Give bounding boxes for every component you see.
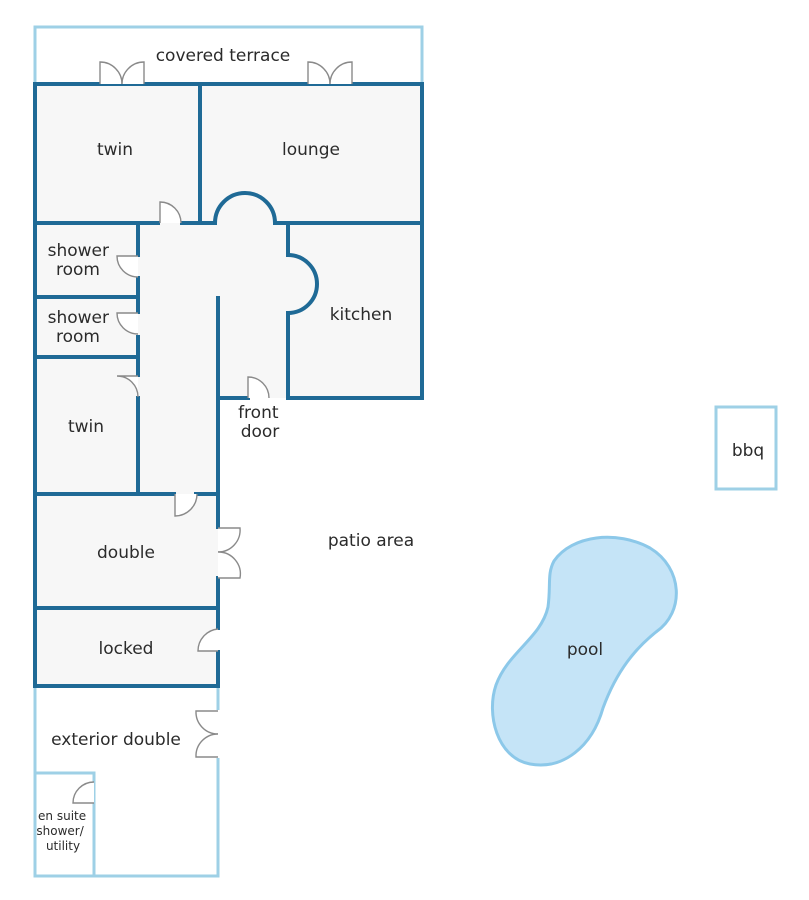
twin-top-door[interactable] [159, 201, 182, 224]
wall-kitchen-arch [285, 252, 319, 316]
en-suite-line1: en suite [38, 809, 86, 823]
shower-room-2-line1: shower [48, 308, 109, 328]
shower-room-2-label: shower room [48, 308, 115, 347]
covered-terrace-label: covered terrace [156, 46, 291, 66]
terrace-door-left-2[interactable] [121, 61, 145, 85]
double-side-door-lower[interactable] [217, 551, 242, 579]
double-fill [35, 494, 218, 608]
shower-room-1-line2: room [56, 260, 100, 280]
double-top-door[interactable] [174, 493, 198, 517]
bbq-label: bbq [732, 441, 764, 461]
en-suite-outline [35, 771, 96, 876]
shower-room-2-door[interactable] [116, 312, 139, 335]
locked-door[interactable] [197, 628, 219, 652]
locked-fill [35, 608, 218, 686]
locked-label: locked [99, 639, 154, 659]
en-suite-line2: shower/ [36, 824, 84, 838]
exterior-double-door-upper[interactable] [195, 710, 219, 735]
en-suite-label: en suite shower/ utility [36, 809, 90, 853]
shower-room-2-line2: room [56, 327, 100, 347]
room-fills [35, 84, 422, 686]
kitchen-fill [288, 223, 422, 398]
doors [72, 61, 353, 804]
front-door-line2: door [241, 422, 280, 442]
exterior-double-label: exterior double [51, 730, 181, 750]
shower-room-1-line1: shower [48, 241, 109, 261]
terrace-door-right-2[interactable] [329, 61, 353, 85]
exterior-double-outline [33, 686, 220, 878]
hallway-fill [138, 223, 288, 398]
covered-terrace-outline [33, 25, 424, 84]
double-label: double [97, 543, 155, 563]
shower-room-1-door[interactable] [116, 255, 139, 278]
shower-room-1-label: shower room [48, 241, 115, 280]
front-door-label: front door [238, 403, 284, 442]
hallway-lower-fill [138, 398, 218, 494]
twin-mid-label: twin [68, 417, 104, 437]
twin-top-label: twin [97, 140, 133, 160]
lounge-fill [200, 84, 422, 223]
twin-mid-door[interactable] [116, 375, 139, 398]
en-suite-line3: utility [46, 839, 80, 853]
labels: covered terrace twin lounge shower room … [36, 46, 764, 853]
terrace-door-left[interactable] [99, 61, 123, 85]
kitchen-label: kitchen [330, 305, 393, 325]
front-door-line1: front [238, 403, 279, 423]
bbq-outline [714, 405, 778, 491]
double-side-door-upper[interactable] [217, 527, 241, 553]
light-outlines [33, 25, 778, 878]
terrace-door-right[interactable] [307, 61, 331, 85]
pool-label: pool [567, 640, 603, 660]
pool-shape [491, 535, 678, 767]
patio-area-label: patio area [328, 531, 414, 551]
twin-top-fill [35, 84, 200, 223]
exterior-double-door-lower[interactable] [195, 733, 219, 758]
front-door[interactable] [247, 376, 270, 399]
lounge-label: lounge [282, 140, 340, 160]
en-suite-door[interactable] [72, 781, 95, 804]
shower-room-2-fill [35, 297, 138, 357]
twin-mid-fill [35, 357, 138, 494]
wall-lounge-arch [212, 191, 278, 226]
